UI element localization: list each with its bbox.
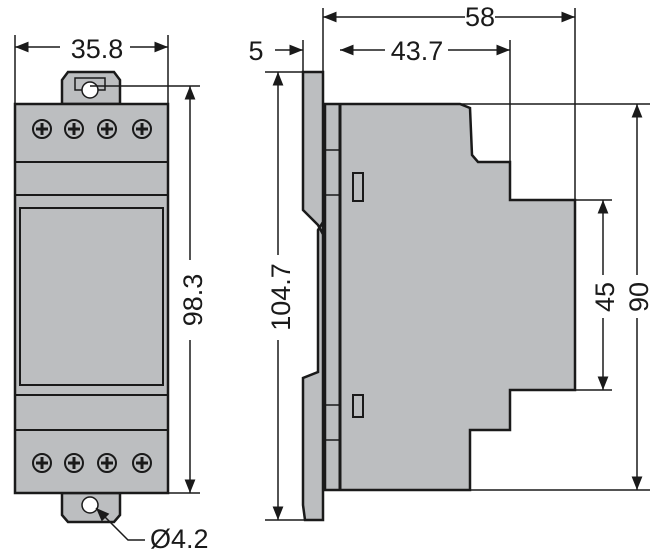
screw-icon: [131, 452, 153, 474]
screw-icon: [63, 118, 85, 140]
total-depth-label: 58: [465, 2, 495, 32]
bottom-mount-hole: [81, 496, 99, 514]
body-height-label: 90: [624, 282, 654, 312]
screw-icon: [31, 452, 53, 474]
top-mount-hole: [81, 81, 99, 99]
front-view: [13, 35, 200, 541]
side-view: [265, 8, 650, 522]
width-label: 35.8: [71, 34, 124, 64]
height-extension-lines: [90, 85, 200, 494]
screw-icon: [63, 452, 85, 474]
screw-icon: [31, 118, 53, 140]
hole-diameter-label: Ø4.2: [150, 524, 209, 554]
screw-icon: [131, 118, 153, 140]
total-height-label: 104.7: [266, 263, 296, 331]
rail-clip-lines: [323, 149, 340, 441]
side-body: [323, 102, 577, 492]
side-latch-bottom: [352, 394, 364, 418]
height-extension-lines: [265, 71, 650, 521]
hole-leader-line: [95, 507, 145, 541]
side-latch-top: [352, 172, 364, 202]
front-window: [19, 207, 164, 386]
front-body: [13, 102, 170, 495]
front-face-height-label: 45: [590, 282, 620, 312]
screw-icon: [96, 452, 118, 474]
front-height-label: 98.3: [178, 274, 208, 327]
rail-depth-label: 5: [248, 36, 263, 66]
din-rail-clip: [301, 70, 327, 522]
body-depth-label: 43.7: [391, 36, 444, 66]
screw-icon: [96, 118, 118, 140]
front-divider-lines: [15, 161, 168, 431]
